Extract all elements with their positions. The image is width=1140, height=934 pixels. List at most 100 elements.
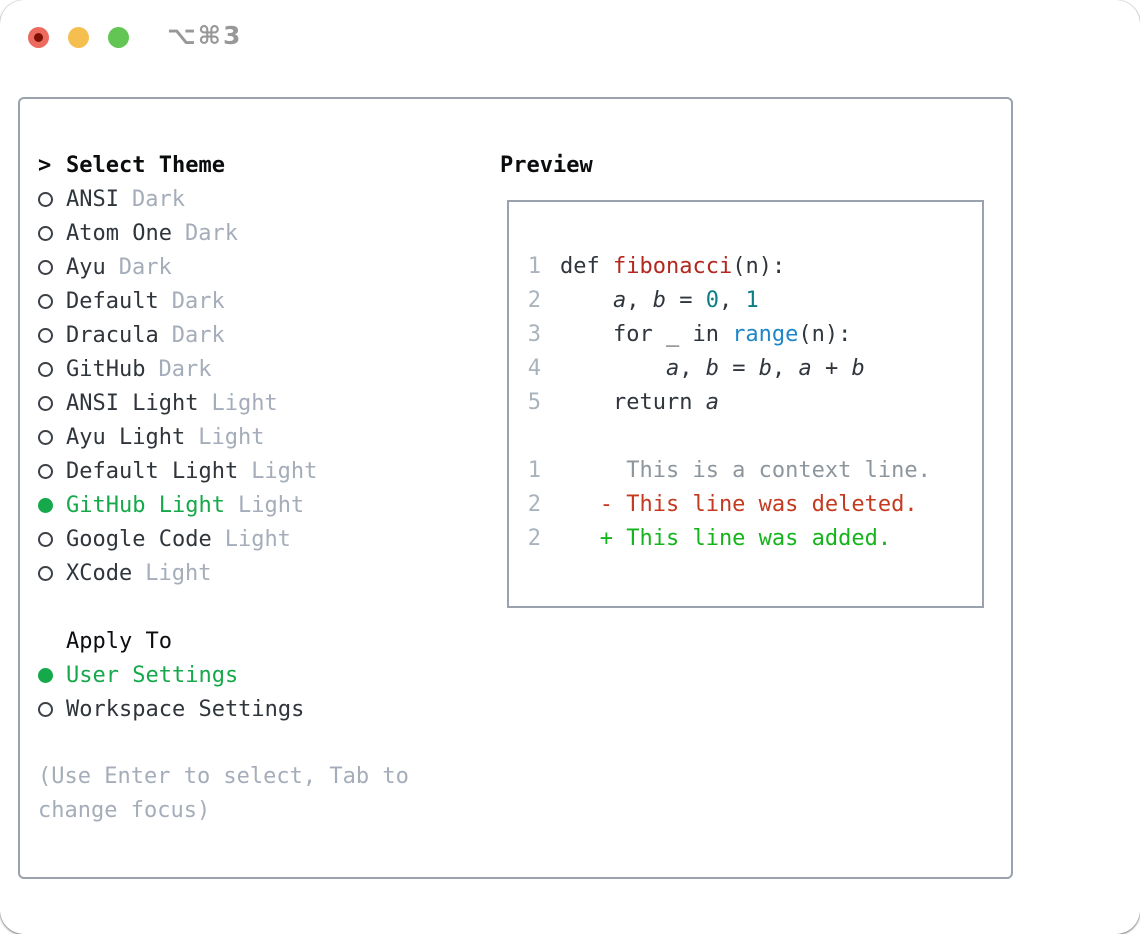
code-token: b xyxy=(758,356,772,381)
radio-cell xyxy=(38,497,66,513)
line-number: 1 xyxy=(527,458,541,483)
code-token: 1 xyxy=(745,288,759,313)
code-token: This is a context line. xyxy=(560,458,931,483)
code-token: , xyxy=(771,356,799,381)
option-label: Ayu Light xyxy=(66,424,186,450)
option-variant-tag: Dark xyxy=(158,356,212,382)
code-token: a xyxy=(705,390,719,415)
option-label: GitHub xyxy=(66,356,146,382)
spacer xyxy=(38,726,458,760)
radio-cell xyxy=(38,191,66,207)
code-token: range xyxy=(732,322,799,347)
theme-option[interactable]: XCode Light xyxy=(38,556,458,590)
minimize-button[interactable] xyxy=(68,27,89,48)
preview-line: 5 return a xyxy=(509,386,982,420)
option-variant-tag: Dark xyxy=(171,322,225,348)
code-text: for _ in range(n): xyxy=(560,318,851,352)
option-label: Atom One xyxy=(66,220,172,246)
radio-unselected-icon xyxy=(38,701,53,717)
code-token: 0 xyxy=(705,288,719,313)
line-number: 4 xyxy=(527,356,541,381)
code-token: = xyxy=(665,288,706,313)
apply-to-header-label: Apply To xyxy=(66,628,172,654)
option-label: Workspace Settings xyxy=(66,696,305,722)
code-text: - This line was deleted. xyxy=(560,488,918,522)
option-label: Google Code xyxy=(66,526,212,552)
preview-line: 2 + This line was added. xyxy=(509,522,982,556)
code-token: + This line was added. xyxy=(560,526,892,551)
line-number: 3 xyxy=(527,322,541,347)
theme-option[interactable]: GitHub Dark xyxy=(38,352,458,386)
code-token: , xyxy=(679,356,706,381)
radio-unselected-icon xyxy=(38,225,53,241)
code-text: a, b = b, a + b xyxy=(560,352,865,386)
radio-cell xyxy=(38,429,66,445)
theme-option[interactable]: Ayu Light Light xyxy=(38,420,458,454)
option-label: ANSI xyxy=(66,186,119,212)
option-variant-tag: Dark xyxy=(118,254,172,280)
spacer xyxy=(38,590,458,624)
apply-target-option[interactable]: Workspace Settings xyxy=(38,692,458,726)
code-token: , xyxy=(718,288,746,313)
preview-line: 2 a, b = 0, 1 xyxy=(509,284,982,318)
code-token: b xyxy=(652,288,666,313)
code-token: fibonacci xyxy=(612,254,733,279)
preview-line: 1 This is a context line. xyxy=(509,454,982,488)
code-token: (n): xyxy=(732,254,786,279)
option-label: ANSI Light xyxy=(66,390,199,416)
code-token: return xyxy=(560,390,706,415)
radio-cell xyxy=(38,259,66,275)
line-number: 5 xyxy=(527,390,541,415)
preview-line: 1 def fibonacci(n): xyxy=(509,250,982,284)
option-label: Default Light xyxy=(66,458,239,484)
option-variant-tag: Light xyxy=(237,492,305,518)
radio-cell xyxy=(38,395,66,411)
apply-to-header: Apply To xyxy=(38,624,458,658)
radio-cell xyxy=(38,293,66,309)
option-label: Ayu xyxy=(66,254,106,280)
radio-unselected-icon xyxy=(38,327,53,343)
radio-unselected-icon xyxy=(38,259,53,275)
option-label: Dracula xyxy=(66,322,159,348)
apply-target-option[interactable]: User Settings xyxy=(38,658,458,692)
theme-option[interactable]: Atom One Dark xyxy=(38,216,458,250)
code-token xyxy=(560,356,666,381)
option-variant-tag: Light xyxy=(145,560,212,586)
code-text: def fibonacci(n): xyxy=(560,250,785,284)
code-text: This is a context line. xyxy=(560,454,931,488)
line-number: 2 xyxy=(527,492,541,517)
close-button[interactable] xyxy=(28,27,49,48)
option-label: XCode xyxy=(66,560,133,586)
code-token: , xyxy=(626,288,653,313)
select-theme-header: > Select Theme xyxy=(38,148,458,182)
code-token: def xyxy=(560,254,613,279)
option-label: GitHub Light xyxy=(66,492,225,518)
code-token: b xyxy=(705,356,719,381)
radio-unselected-icon xyxy=(38,531,53,547)
line-number: 1 xyxy=(527,254,541,279)
select-theme-header-label: Select Theme xyxy=(66,152,225,178)
code-token: for _ in xyxy=(560,322,733,347)
preview-line: 2 - This line was deleted. xyxy=(509,488,982,522)
option-variant-tag: Light xyxy=(198,424,265,450)
preview-line xyxy=(509,420,982,454)
theme-option[interactable]: GitHub Light Light xyxy=(38,488,458,522)
radio-unselected-icon xyxy=(38,361,53,377)
option-label: Default xyxy=(66,288,159,314)
radio-cell xyxy=(38,361,66,377)
theme-option[interactable]: Dracula Dark xyxy=(38,318,458,352)
radio-unselected-icon xyxy=(38,565,53,581)
option-variant-tag: Dark xyxy=(184,220,238,246)
theme-option[interactable]: Ayu Dark xyxy=(38,250,458,284)
zoom-button[interactable] xyxy=(108,27,129,48)
preview-line: 4 a, b = b, a + b xyxy=(509,352,982,386)
